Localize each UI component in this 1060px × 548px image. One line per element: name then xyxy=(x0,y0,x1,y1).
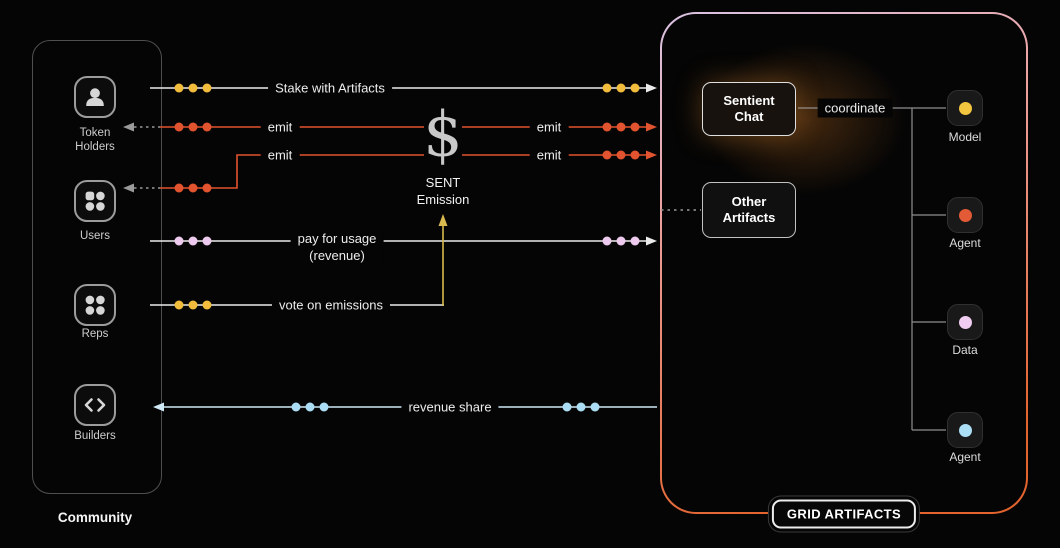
community-box xyxy=(32,40,162,494)
four-dots-icon xyxy=(85,295,105,315)
sent-emission-label: SENT Emission xyxy=(416,175,470,207)
beads-pay-right xyxy=(602,236,640,246)
beads-revenue-right xyxy=(562,402,600,412)
flow-label-stake: Stake with Artifacts xyxy=(268,78,392,98)
flow-label-emit-right-bottom: emit xyxy=(529,145,569,165)
node-agent-1 xyxy=(947,197,983,233)
model-dot-icon xyxy=(958,101,972,115)
flow-emit-users-line xyxy=(160,154,424,189)
flow-label-emit-right-top: emit xyxy=(529,117,569,137)
coordinate-connectors xyxy=(798,107,946,431)
community-item-label: Reps xyxy=(81,328,109,340)
node-label-data: Data xyxy=(952,343,978,357)
beads-emit-holders xyxy=(174,122,212,132)
flow-stake-line xyxy=(150,83,657,93)
community-item-label: Builders xyxy=(74,430,116,442)
node-label-model: Model xyxy=(948,130,982,144)
node-model xyxy=(947,90,983,126)
builders-icon xyxy=(74,384,116,426)
arrow-left-icon xyxy=(123,122,134,132)
flow-label-coordinate: coordinate xyxy=(817,98,893,118)
node-label-agent-1: Agent xyxy=(949,236,981,250)
beads-revenue-left xyxy=(291,402,329,412)
node-agent-2 xyxy=(947,412,983,448)
arrow-left-icon xyxy=(153,402,164,412)
flow-label-vote: vote on emissions xyxy=(271,295,391,315)
flow-label-emit-left-bottom: emit xyxy=(260,145,300,165)
node-data xyxy=(947,304,983,340)
flow-emit-users-dotted xyxy=(123,183,160,193)
community-item-label: Users xyxy=(79,230,111,242)
arrow-right-icon xyxy=(646,236,657,246)
flow-emit-holders-dotted xyxy=(123,122,160,132)
beads-pay-left xyxy=(174,236,212,246)
beads-stake-right xyxy=(602,83,640,93)
arrow-left-icon xyxy=(123,183,134,193)
person-icon xyxy=(86,88,104,106)
arrow-right-icon xyxy=(646,122,657,132)
token-holders-icon xyxy=(74,76,116,118)
beads-vote xyxy=(174,300,212,310)
grid-artifacts-badge: GRID ARTIFACTS xyxy=(771,499,917,529)
sentient-chat-box: Sentient Chat xyxy=(702,82,796,136)
beads-emit-right-bottom xyxy=(602,150,640,160)
agent-dot-icon xyxy=(958,423,972,437)
sent-currency-symbol: $ xyxy=(423,97,463,171)
community-title: Community xyxy=(57,510,133,525)
reps-icon xyxy=(74,284,116,326)
node-label-agent-2: Agent xyxy=(949,450,981,464)
arrow-right-icon xyxy=(646,150,657,160)
beads-emit-right-top xyxy=(602,122,640,132)
apps-dots-icon xyxy=(85,191,105,211)
flow-vote-vertical xyxy=(438,214,448,306)
flow-label-emit-left-top: emit xyxy=(260,117,300,137)
beads-emit-users xyxy=(174,183,212,193)
arrow-right-icon xyxy=(646,83,657,93)
agent-dot-icon xyxy=(958,208,972,222)
flow-label-revenue: revenue share xyxy=(401,397,499,417)
beads-stake-left xyxy=(174,83,212,93)
flow-label-pay: pay for usage (revenue) xyxy=(290,229,384,265)
data-dot-icon xyxy=(958,315,972,329)
arrow-up-icon xyxy=(438,214,448,226)
code-brackets-icon xyxy=(84,398,106,412)
other-artifacts-box: Other Artifacts xyxy=(702,182,796,238)
community-item-label: Token Holders xyxy=(75,127,115,153)
flow-pay-line xyxy=(150,236,657,246)
users-icon xyxy=(74,180,116,222)
